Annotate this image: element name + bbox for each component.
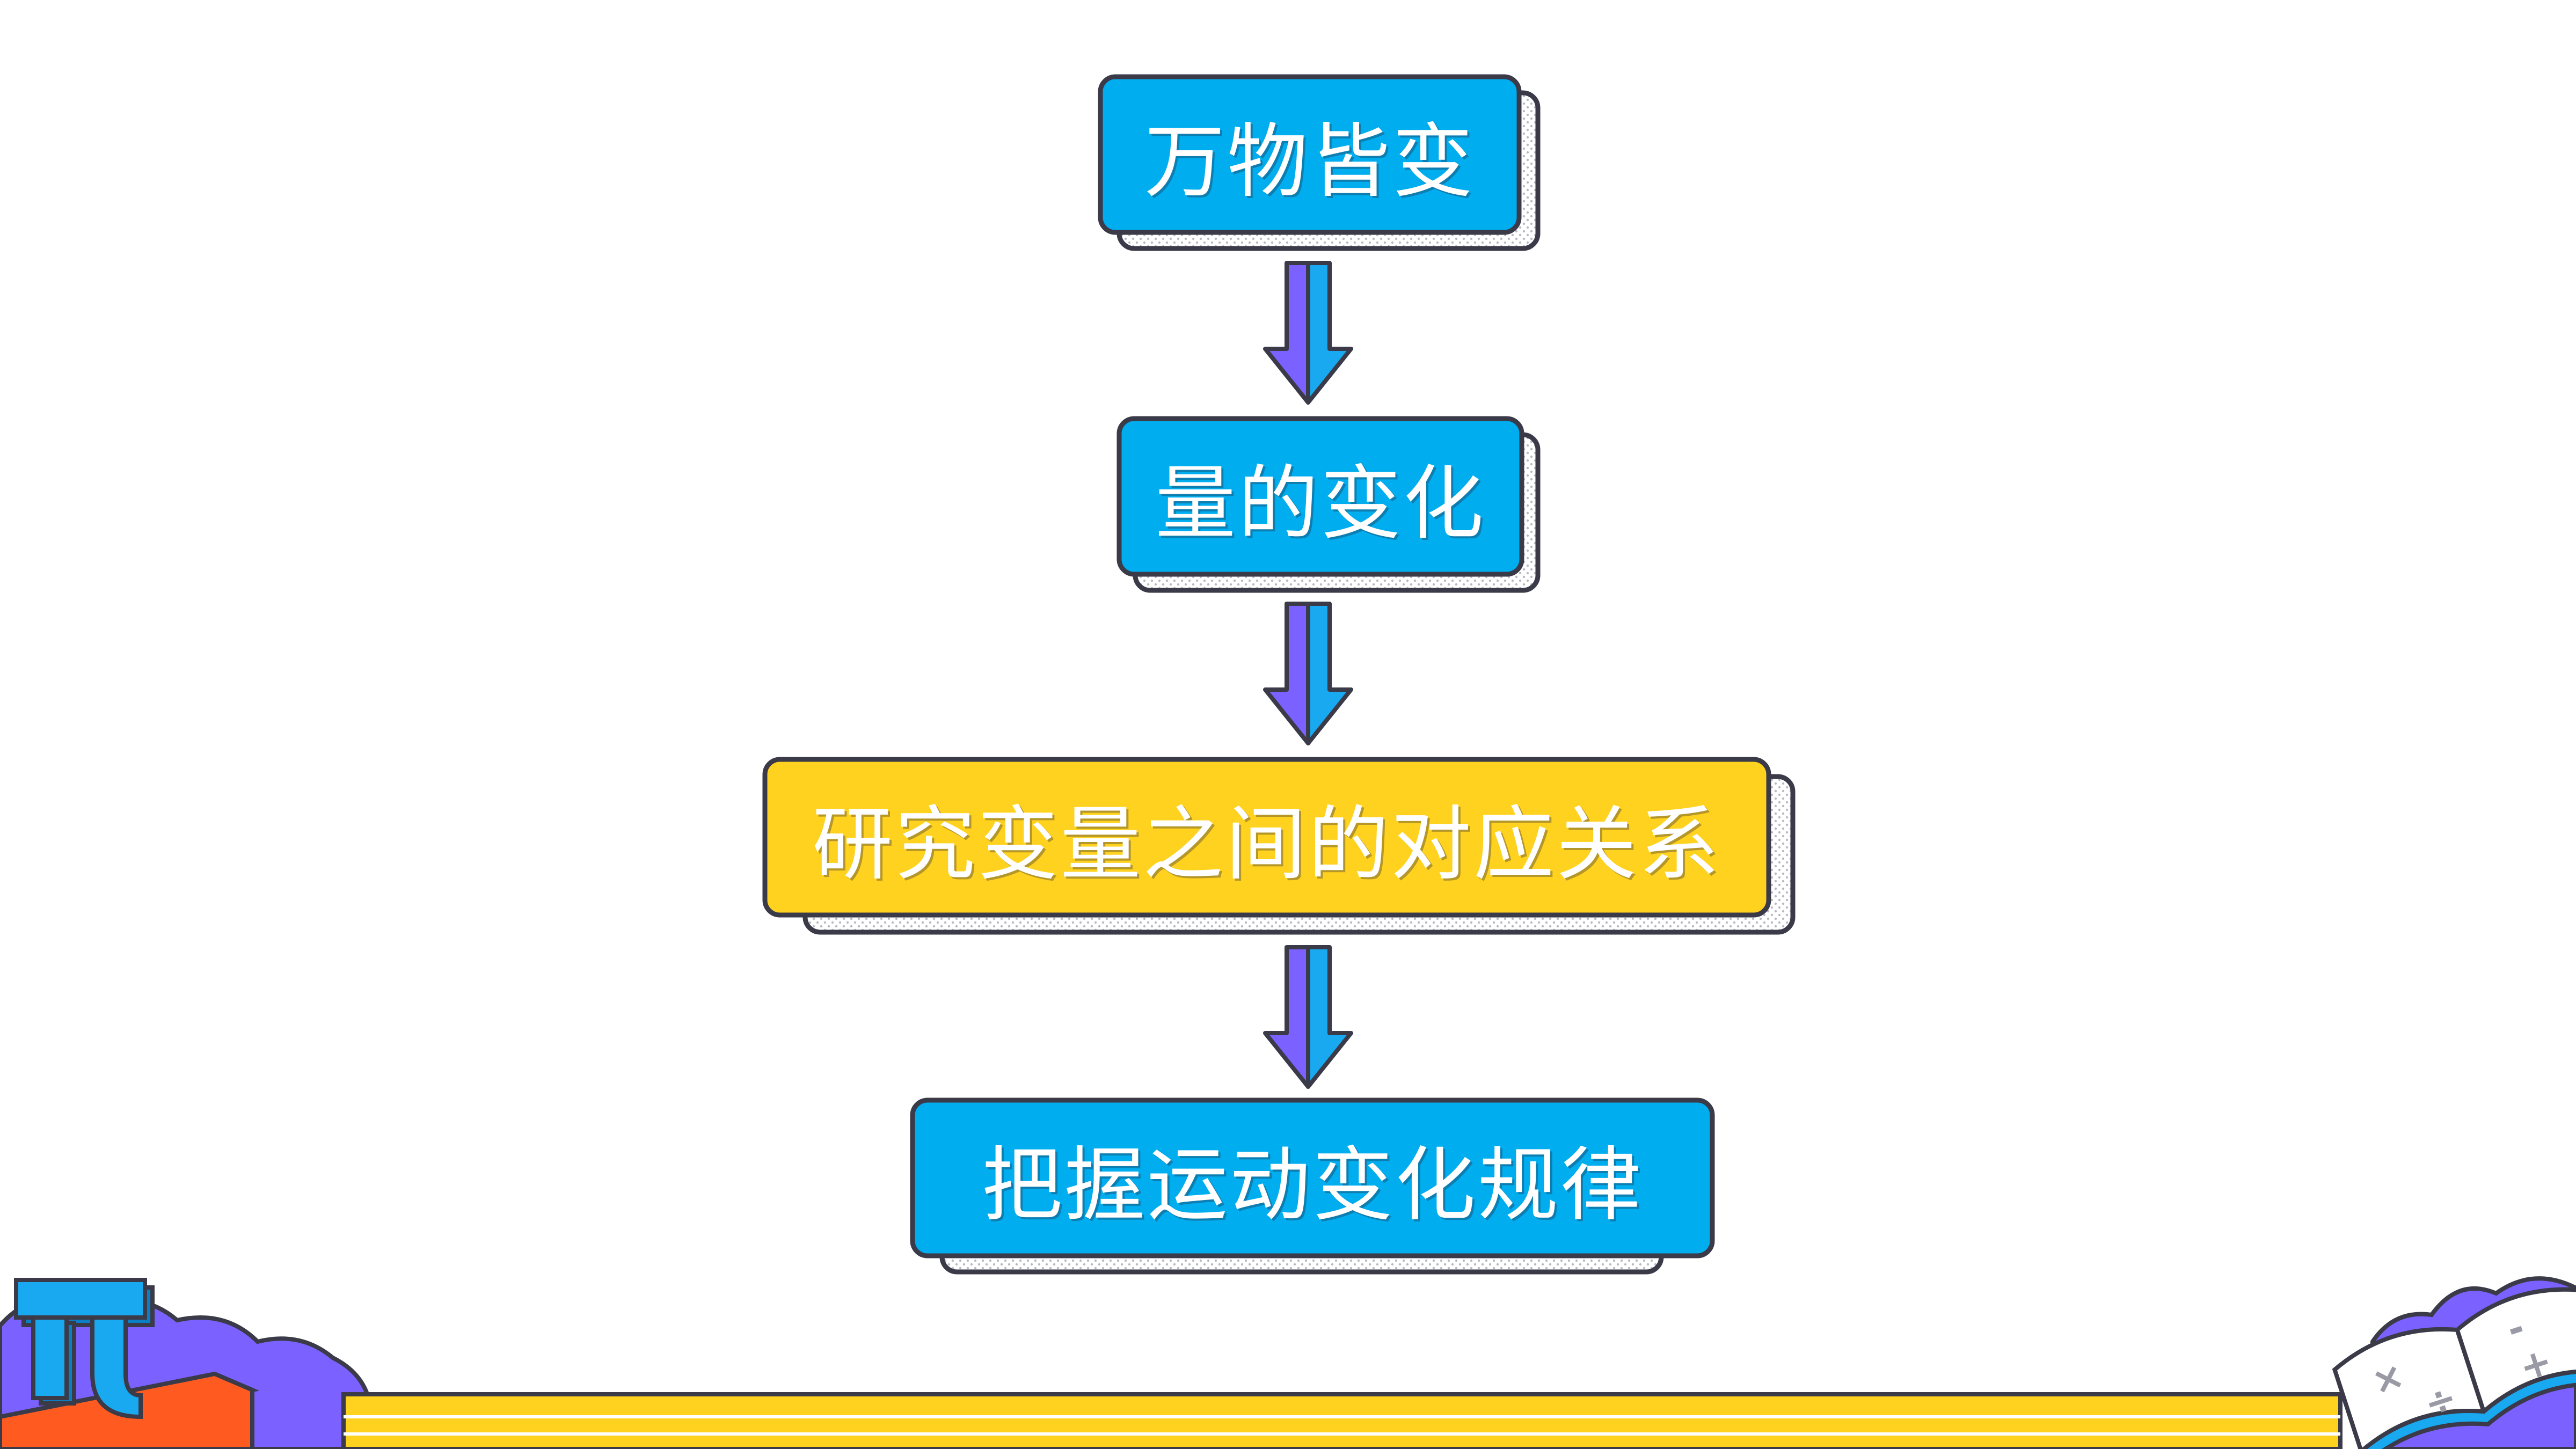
flow-node-2-label: 量的变化: [1155, 457, 1486, 551]
flow-node-3-label: 研究变量之间的对应关系: [812, 797, 1721, 891]
flow-node-1: [1098, 74, 1541, 251]
pi-icon: [14, 1278, 155, 1419]
flow-arrow-1: [1263, 261, 1353, 405]
flow-node-1-box: [1098, 74, 1522, 235]
flow-node-2: [1116, 416, 1541, 593]
flow-node-3-box: [762, 757, 1771, 918]
flowchart: [762, 74, 1796, 1275]
flow-arrow-2: [1263, 602, 1353, 745]
bottom-stripe: [341, 1392, 2343, 1449]
flow-node-4-label: 把握运动变化规律: [981, 1138, 1643, 1232]
bottom-decoration: - + × ÷: [0, 1276, 2576, 1449]
book-icon: - + × ÷: [2332, 1287, 2576, 1449]
flow-arrow-3: [1263, 945, 1353, 1089]
flow-node-3: [762, 757, 1796, 935]
flow-node-4: [910, 1097, 1715, 1275]
flow-node-2-box: [1116, 416, 1524, 577]
flow-node-4-box: [910, 1097, 1715, 1258]
flow-node-1-label: 万物皆变: [1144, 115, 1475, 209]
